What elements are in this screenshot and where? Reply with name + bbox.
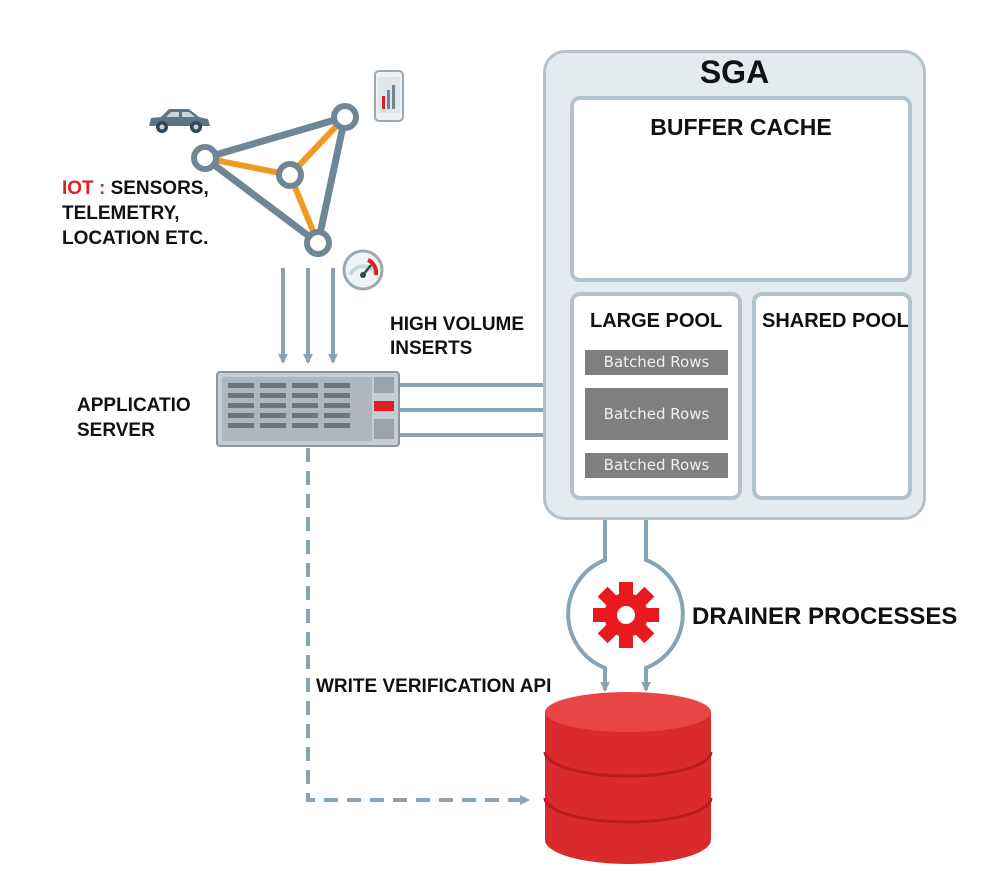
database-icon [543, 692, 713, 864]
app-server-line2: SERVER [77, 420, 155, 441]
car-icon [149, 109, 210, 133]
iot-line1: SENSORS, [110, 178, 209, 199]
gauge-icon [342, 249, 384, 291]
write-verification-dashed-path [306, 448, 530, 805]
shared-pool-box [752, 292, 912, 500]
buffer-cache-box [570, 96, 912, 282]
batched-rows-block: Batched Rows [585, 388, 728, 440]
inserts-label: HIGH VOLUME INSERTS [390, 313, 524, 361]
smartphone-icon [374, 70, 404, 122]
server-to-large-pool-arrows [398, 380, 564, 440]
batched-rows-block: Batched Rows [585, 350, 728, 375]
sga-title: SGA [699, 54, 770, 90]
gear-icon [593, 582, 659, 648]
network-triangle-icon [191, 103, 359, 257]
buffer-cache-title: BUFFER CACHE [650, 114, 832, 140]
server-icon [216, 371, 400, 447]
drainer-pipe [566, 520, 685, 692]
shared-pool-title: SHARED POOL [762, 310, 909, 332]
iot-prefix: IOT : [62, 178, 106, 199]
write-api-label: WRITE VERIFICATION API [316, 676, 552, 697]
iot-label: IOT : SENSORS, TELEMETRY, LOCATION ETC. [62, 176, 209, 251]
iot-to-server-arrows [278, 268, 338, 364]
app-server-line1: APPLICATIO [77, 395, 191, 416]
app-server-label: APPLICATIO SERVER [77, 393, 191, 443]
iot-line3: LOCATION ETC. [62, 228, 209, 249]
inserts-line2: INSERTS [390, 338, 473, 359]
large-pool-title: LARGE POOL [590, 310, 723, 332]
batched-rows-block: Batched Rows [585, 453, 728, 478]
drainer-label: DRAINER PROCESSES [692, 603, 958, 630]
iot-line2: TELEMETRY, [62, 203, 180, 224]
inserts-line1: HIGH VOLUME [390, 314, 525, 335]
